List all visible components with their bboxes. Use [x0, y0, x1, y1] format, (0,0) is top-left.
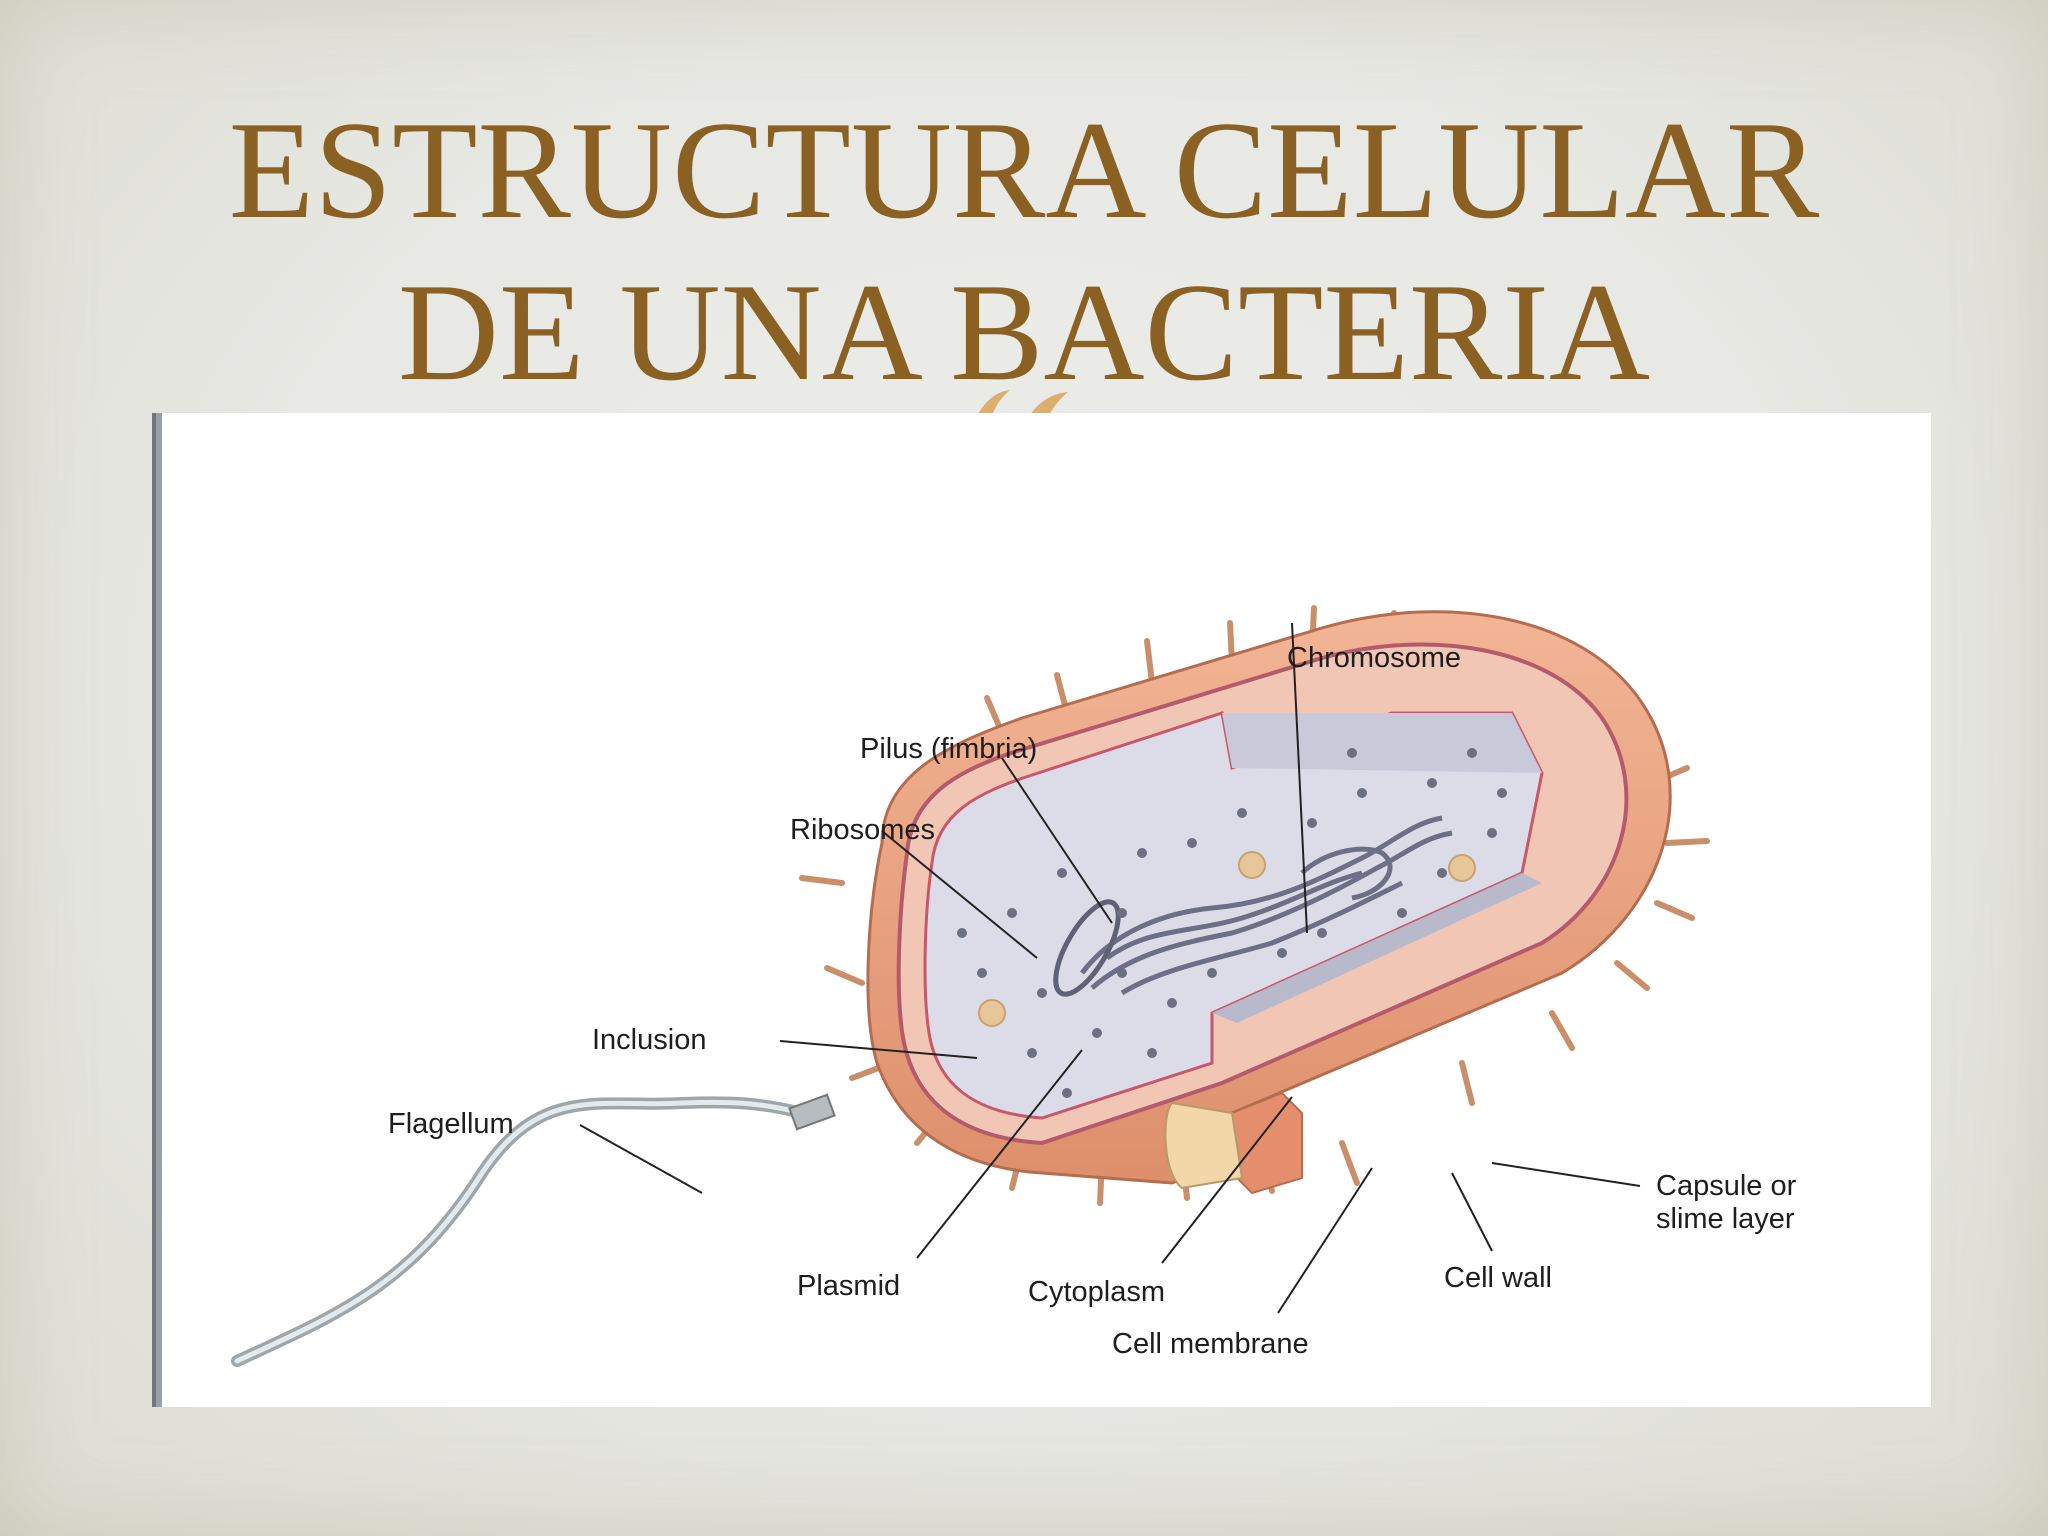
label-capsule-line2: slime layer	[1656, 1203, 1795, 1235]
label-chromosome: Chromosome	[1287, 642, 1461, 674]
chromosome	[1080, 815, 1453, 996]
inclusions	[978, 851, 1476, 1027]
label-flagellum: Flagellum	[388, 1108, 514, 1140]
title-line-1: ESTRUCTURA CELULAR	[228, 93, 1820, 248]
title-line-2: DE UNA BACTERIA	[397, 255, 1651, 410]
label-cell-wall: Cell wall	[1444, 1262, 1552, 1294]
label-capsule-line1: Capsule or	[1656, 1170, 1797, 1202]
label-plasmid: Plasmid	[797, 1270, 900, 1302]
ribosomes	[957, 748, 1507, 1098]
bacteria-diagram: Chromosome Pilus (fimbria) Ribosomes Inc…	[231, 605, 1797, 1367]
label-pilus: Pilus (fimbria)	[860, 733, 1037, 765]
cytoplasm	[923, 711, 1544, 1120]
label-cell-membrane: Cell membrane	[1112, 1328, 1309, 1360]
plasmid	[1053, 899, 1121, 997]
label-ribosomes: Ribosomes	[790, 814, 935, 846]
bacteria-diagram-image: Chromosome Pilus (fimbria) Ribosomes Inc…	[152, 413, 1931, 1407]
label-cytoplasm: Cytoplasm	[1028, 1276, 1165, 1308]
label-inclusion: Inclusion	[592, 1024, 706, 1056]
slide-title: ESTRUCTURA CELULAR DE UNA BACTERIA	[0, 90, 2048, 414]
